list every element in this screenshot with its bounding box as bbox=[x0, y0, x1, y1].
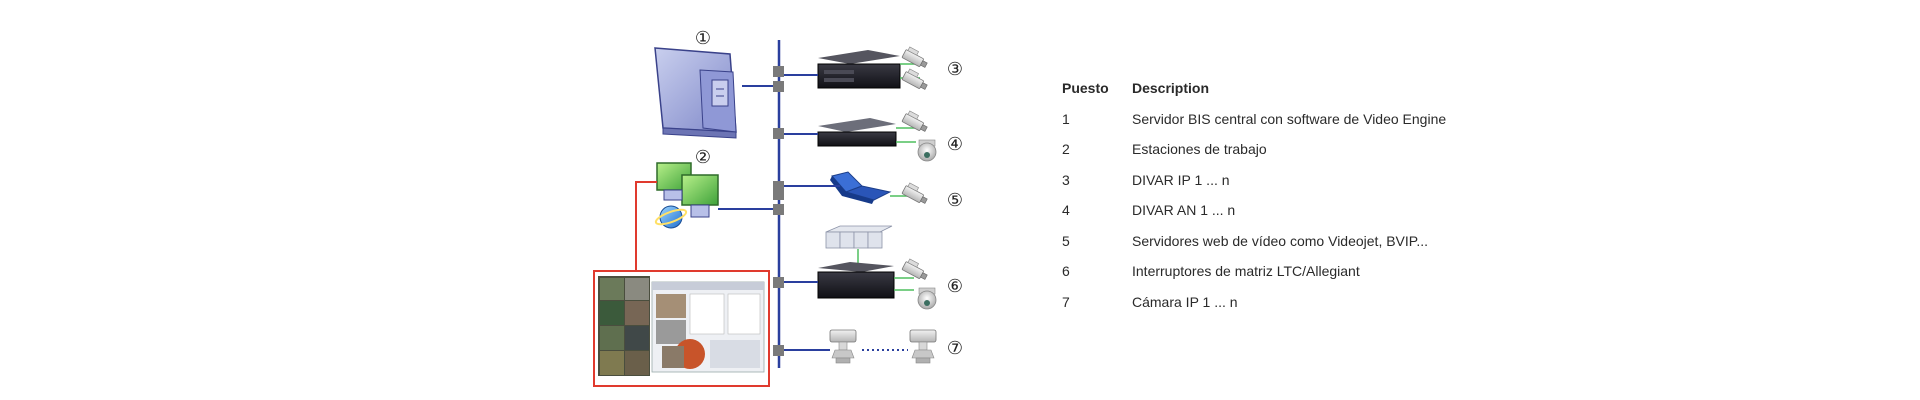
legend-number: 1 bbox=[1062, 110, 1070, 127]
legend-number: 7 bbox=[1062, 293, 1070, 310]
matrix-switcher-icon bbox=[817, 262, 895, 299]
box-camera-icon bbox=[901, 67, 931, 92]
legend-table: Puesto Description 1 Servidor BIS centra… bbox=[1062, 80, 1446, 324]
video-monitor-screenshot bbox=[593, 270, 770, 387]
callout-4: ④ bbox=[947, 134, 963, 155]
legend-description: Servidor BIS central con software de Vid… bbox=[1132, 110, 1447, 127]
legend-number: 4 bbox=[1062, 202, 1070, 218]
legend-description: Servidores web de vídeo como Videojet, B… bbox=[1132, 232, 1428, 249]
legend-number: 3 bbox=[1062, 171, 1070, 188]
legend-number: 6 bbox=[1062, 263, 1070, 279]
central-server-icon bbox=[654, 47, 737, 139]
callout-7: ⑦ bbox=[947, 338, 963, 359]
legend-header-row: Puesto Description bbox=[1062, 80, 1446, 111]
legend-description: Cámara IP 1 ... n bbox=[1132, 293, 1238, 310]
ptz-camera-icon bbox=[829, 329, 857, 364]
legend-row: 6 Interruptores de matriz LTC/Allegiant bbox=[1062, 263, 1446, 294]
ptz-camera-icon bbox=[909, 329, 937, 364]
dome-camera-icon bbox=[917, 139, 937, 162]
legend-row: 4 DIVAR AN 1 ... n bbox=[1062, 202, 1446, 233]
divar-ip-icon bbox=[817, 50, 901, 89]
keyboard-control-icon bbox=[825, 225, 893, 249]
box-camera-icon bbox=[901, 45, 931, 70]
connector bbox=[773, 204, 784, 215]
connector bbox=[773, 277, 784, 288]
box-camera-icon bbox=[901, 181, 931, 206]
box-camera-icon bbox=[901, 109, 931, 134]
legend-header-number: Puesto bbox=[1062, 80, 1109, 96]
legend-description: Estaciones de trabajo bbox=[1132, 141, 1267, 157]
legend-description: DIVAR IP 1 ... n bbox=[1132, 171, 1230, 188]
workstation-icon bbox=[654, 162, 719, 229]
legend-description: DIVAR AN 1 ... n bbox=[1132, 202, 1236, 218]
callout-3: ③ bbox=[947, 59, 963, 80]
legend-header-description: Description bbox=[1132, 80, 1210, 96]
video-web-server-icon bbox=[830, 171, 892, 204]
callout-1: ① bbox=[695, 28, 711, 49]
connector bbox=[773, 81, 784, 92]
callout-2: ② bbox=[695, 147, 711, 168]
divar-an-icon bbox=[817, 118, 897, 147]
connector bbox=[773, 189, 784, 200]
connector bbox=[773, 345, 784, 356]
legend-row: 5 Servidores web de vídeo como Videojet,… bbox=[1062, 233, 1446, 264]
connector bbox=[773, 181, 784, 192]
connector bbox=[773, 66, 784, 77]
connector bbox=[773, 128, 784, 139]
callout-6: ⑥ bbox=[947, 276, 963, 297]
legend-row: 7 Cámara IP 1 ... n bbox=[1062, 294, 1446, 325]
legend-number: 2 bbox=[1062, 141, 1070, 157]
monitor-link bbox=[635, 181, 657, 271]
legend-row: 2 Estaciones de trabajo bbox=[1062, 141, 1446, 172]
legend-row: 1 Servidor BIS central con software de V… bbox=[1062, 111, 1446, 142]
callout-5: ⑤ bbox=[947, 190, 963, 211]
legend-number: 5 bbox=[1062, 232, 1070, 249]
legend-row: 3 DIVAR IP 1 ... n bbox=[1062, 172, 1446, 203]
legend-description: Interruptores de matriz LTC/Allegiant bbox=[1132, 263, 1360, 279]
dome-camera-icon bbox=[917, 287, 937, 310]
